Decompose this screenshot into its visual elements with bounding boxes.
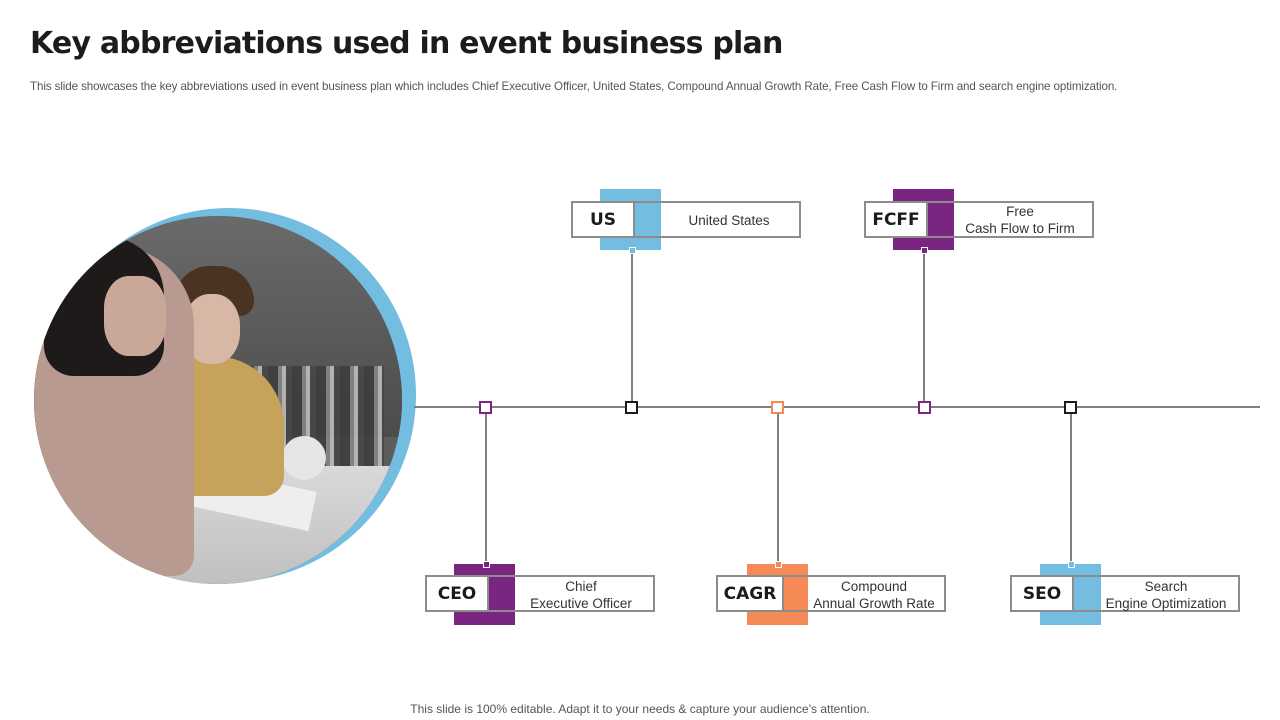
timeline-node-cagr — [771, 401, 784, 414]
connector-fcff — [923, 250, 925, 406]
slide-title: Key abbreviations used in event business… — [30, 26, 783, 61]
timeline-node-fcff — [918, 401, 931, 414]
slide-footer: This slide is 100% editable. Adapt it to… — [0, 702, 1280, 716]
timeline-node-us — [625, 401, 638, 414]
connector-dot — [775, 561, 782, 568]
abbreviation-meaning: Compound Annual Growth Rate — [804, 578, 944, 612]
connector-dot — [483, 561, 490, 568]
abbreviation-meaning: Chief Executive Officer — [511, 578, 651, 612]
abbreviation-label: SEO — [1010, 575, 1074, 612]
connector-cagr — [777, 408, 779, 565]
abbreviation-label: CAGR — [716, 575, 784, 612]
abbreviation-label: CEO — [425, 575, 489, 612]
connector-dot — [629, 247, 636, 254]
meeting-photo — [34, 216, 402, 584]
abbreviation-label: US — [571, 201, 635, 238]
slide-subtitle: This slide showcases the key abbreviatio… — [30, 80, 1117, 93]
abbreviation-meaning: Search Engine Optimization — [1096, 578, 1236, 612]
abbreviation-label: FCFF — [864, 201, 928, 238]
connector-us — [631, 250, 633, 406]
connector-ceo — [485, 408, 487, 565]
abbreviation-meaning: Free Cash Flow to Firm — [950, 203, 1090, 237]
connector-dot — [1068, 561, 1075, 568]
timeline-axis — [414, 406, 1260, 408]
timeline-node-seo — [1064, 401, 1077, 414]
abbreviation-meaning: United States — [659, 212, 799, 229]
timeline-node-ceo — [479, 401, 492, 414]
connector-dot — [921, 247, 928, 254]
connector-seo — [1070, 408, 1072, 565]
